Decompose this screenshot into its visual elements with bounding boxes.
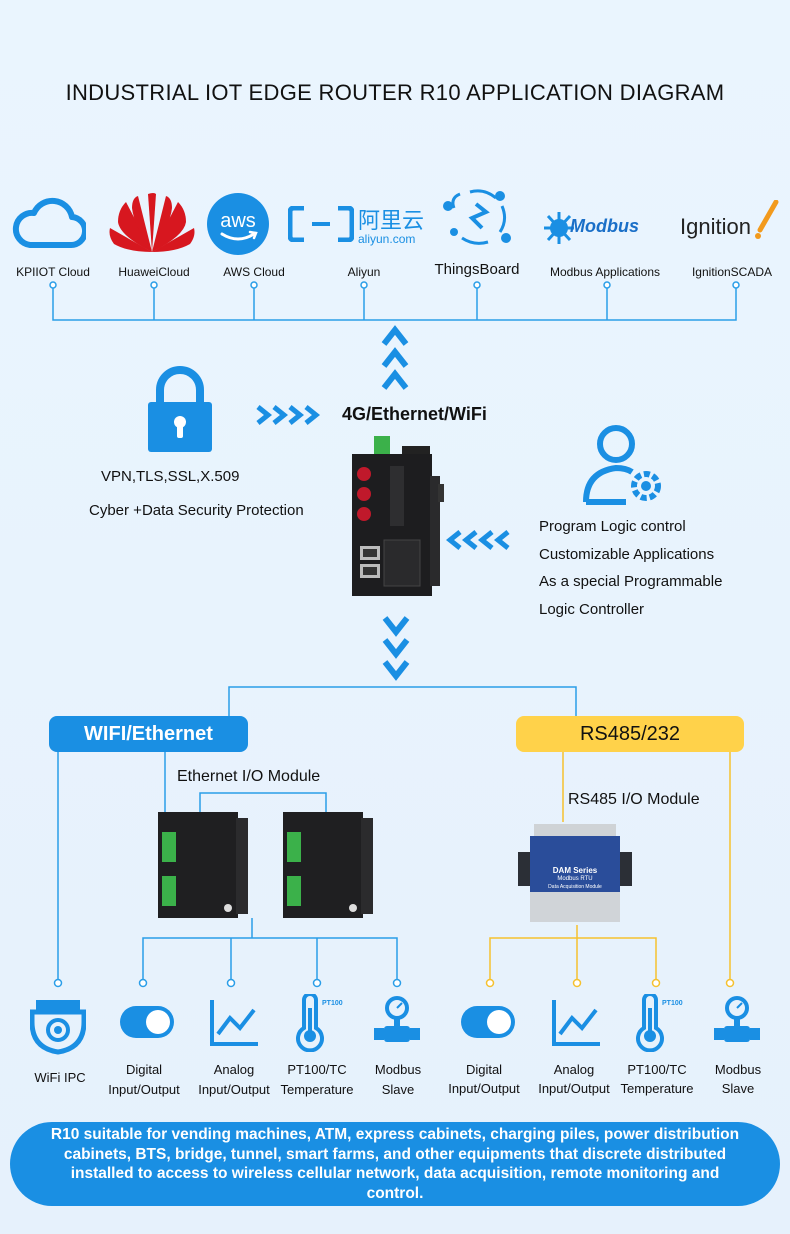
right-arrows-icon	[256, 405, 321, 425]
cloud-label-ignition: IgnitionSCADA	[691, 265, 773, 279]
device-label-modbus-r2: Slave	[721, 1081, 755, 1096]
device-label-digital-r2: Input/Output	[448, 1081, 520, 1096]
meter-icon	[714, 996, 760, 1042]
thermometer-icon: PT100	[294, 994, 350, 1052]
chart-icon	[210, 1000, 258, 1046]
footer-description: R10 suitable for vending machines, ATM, …	[10, 1122, 780, 1206]
connection-label: 4G/Ethernet/WiFi	[342, 404, 487, 424]
device-label-analog-l1: Analog	[213, 1062, 255, 1077]
security-line2: Cyber +Data Security Protection	[89, 502, 304, 519]
cloud-label-modbus: Modbus Applications	[549, 265, 661, 279]
modbus-logo-icon: Modbus	[544, 210, 664, 246]
ethernet-io-module-1	[158, 812, 248, 918]
chart-icon	[552, 1000, 600, 1046]
user-settings-icon	[583, 425, 661, 505]
page-title: INDUSTRIAL IOT EDGE ROUTER R10 APPLICATI…	[65, 80, 725, 105]
device-label-digital-l2: Input/Output	[108, 1082, 180, 1097]
device-label-modbus-l2: Slave	[381, 1082, 415, 1097]
left-arrows-icon	[446, 530, 510, 550]
cloud-label-aliyun: Aliyun	[347, 265, 381, 279]
program-line1: Program Logic control	[539, 518, 686, 535]
aws-logo-icon: aws	[207, 193, 269, 255]
meter-icon	[374, 996, 420, 1042]
toggle-icon	[461, 1006, 515, 1038]
lock-icon	[148, 366, 212, 452]
rs485-module-label: RS485 I/O Module	[568, 791, 700, 808]
device-label-modbus-r1: Modbus	[714, 1062, 762, 1077]
cloud-label-kpiiot: KPIIOT Cloud	[16, 265, 90, 279]
ignition-logo-icon: Ignition	[680, 200, 780, 248]
security-line1: VPN,TLS,SSL,X.509	[101, 468, 240, 485]
footer-text: R10 suitable for vending machines, ATM, …	[50, 1126, 740, 1202]
rs485-232-pill: RS485/232	[516, 716, 744, 752]
ethernet-io-module-2	[283, 812, 373, 918]
device-label-temp-r1: PT100/TC	[627, 1062, 687, 1077]
device-label-analog-r1: Analog	[553, 1062, 595, 1077]
thermometer-icon: PT100	[634, 994, 690, 1052]
device-label-analog-l2: Input/Output	[198, 1082, 270, 1097]
device-label-temp-l1: PT100/TC	[287, 1062, 347, 1077]
program-line3: As a special Programmable	[539, 573, 723, 590]
wifi-ethernet-pill: WIFI/Ethernet	[49, 716, 248, 752]
cloud-label-thingsboard: ThingsBoard	[434, 261, 520, 278]
thingsboard-logo-icon	[443, 189, 511, 245]
device-label-wifi-ipc: WiFi IPC	[34, 1070, 86, 1085]
rs485-io-module: DAM Series Modbus RTU Data Acquisition M…	[518, 818, 632, 928]
down-arrows-icon	[382, 616, 410, 681]
device-label-temp-r2: Temperature	[620, 1081, 694, 1096]
cloud-icon	[12, 197, 86, 249]
toggle-icon	[120, 1006, 174, 1038]
cloud-label-aws: AWS Cloud	[223, 265, 285, 279]
program-line4: Logic Controller	[539, 601, 645, 618]
device-label-temp-l2: Temperature	[280, 1082, 354, 1097]
device-label-analog-r2: Input/Output	[538, 1081, 610, 1096]
cloud-label-huawei: HuaweiCloud	[118, 265, 190, 279]
up-arrows-icon	[381, 325, 409, 390]
device-label-digital-r1: Digital	[465, 1062, 503, 1077]
huawei-logo-icon	[109, 193, 195, 252]
camera-icon	[30, 1000, 86, 1055]
program-line2: Customizable Applications	[539, 546, 715, 563]
aliyun-logo-icon: 阿里云 aliyun.com	[288, 200, 428, 250]
device-label-digital-l1: Digital	[125, 1062, 163, 1077]
r10-router-device	[352, 436, 444, 596]
ethernet-module-label: Ethernet I/O Module	[177, 768, 321, 785]
device-label-modbus-l1: Modbus	[374, 1062, 422, 1077]
svg-text:aws: aws	[220, 210, 256, 232]
